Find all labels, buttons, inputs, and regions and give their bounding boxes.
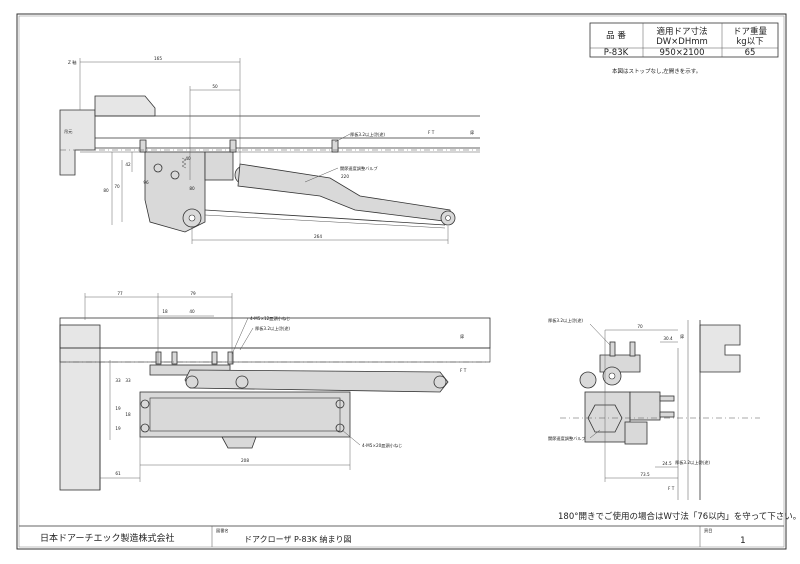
label-pitch-main: 厚板3.2以上(別途)	[350, 131, 385, 138]
dim-220: 220	[341, 174, 349, 179]
front-view: 165 50 264 80 70 42 40 80 96 220 吊元 F T …	[59, 56, 480, 244]
label-pitch-right: 厚板3.2以上(別途)	[548, 317, 583, 324]
label-door-plan: 扉	[460, 333, 464, 340]
sheet-number: 1	[740, 536, 746, 546]
dim-77: 77	[117, 291, 123, 296]
dim-33a: 33	[115, 378, 121, 383]
note-bottom: 180°開きでご使用の場合はW寸法「76以内」を守って下さい。	[558, 511, 800, 522]
spec-header-dim-1: 適用ドア寸法	[656, 26, 707, 37]
label-hoso: 吊元	[64, 129, 72, 135]
label-screws-bottom: 4-M5×20皿頭小ねじ	[362, 442, 402, 449]
dim-40: 40	[185, 156, 191, 161]
spec-header-weight-1: ドア重量	[733, 26, 768, 37]
dim-18: 18	[162, 309, 168, 314]
label-kansetsu-side: 関節速度調整バルブ	[548, 435, 587, 442]
label-pitch-right-bottom: 厚板3.2以上(別途)	[675, 459, 710, 466]
spec-header-weight-2: kg以下	[736, 37, 764, 47]
label-ff-plan: F T	[460, 368, 467, 373]
label-z-axis: Z 軸	[68, 59, 76, 66]
label-ff-side: F T	[668, 486, 675, 491]
spec-header-dim-2: DW×DHmm	[656, 37, 708, 47]
dim-24-5: 24.5	[662, 461, 672, 466]
company-name: 日本ドアーチエック製造株式会社	[40, 532, 174, 544]
dim-70-side: 70	[637, 324, 643, 329]
drawing-name-label: 図番名	[216, 527, 229, 534]
label-door-side: 扉	[680, 333, 684, 340]
sheet-inner-border	[18, 15, 785, 548]
dim-50: 50	[212, 84, 218, 89]
spec-dimensions: 950×2100	[660, 48, 705, 58]
spec-weight: 65	[745, 48, 756, 58]
sheet-border	[16, 13, 787, 550]
drawing-name: ドアクローザ P-83K 納まり図	[244, 534, 352, 544]
note-top: 本図はストップなし,左開きを示す。	[612, 67, 701, 75]
label-pitch-plan: 厚板3.2以上(別途)	[255, 325, 290, 332]
dim-165: 165	[154, 56, 162, 61]
label-kansetsu-front: 関節速度調整バルブ	[340, 165, 379, 172]
title-block: 日本ドアーチエック製造株式会社 図番名 ドアクローザ P-83K 納まり図 頁目…	[19, 525, 784, 547]
dim-61: 61	[115, 471, 121, 476]
label-screws-top: 4-M5×12皿頭小ねじ	[250, 315, 290, 322]
dim-40-plan: 40	[189, 309, 195, 314]
dim-19b: 19	[115, 426, 121, 431]
dim-18b: 18	[125, 412, 131, 417]
dim-79: 79	[190, 291, 196, 296]
dim-30-4: 30.4	[663, 336, 673, 341]
dim-73-5: 73.5	[640, 472, 650, 477]
dim-96: 96	[143, 180, 149, 185]
dim-70: 70	[114, 184, 120, 189]
dim-264: 264	[314, 234, 322, 239]
side-view: 70 30.4 24.5 73.5 厚板3.2以上(別途) 関節速度調整バルブ …	[548, 317, 760, 500]
sheet-label: 頁目	[704, 528, 712, 534]
dim-42: 42	[125, 162, 131, 167]
plan-view: 77 79 18 40 33 33 19 18 19 61 208 4-M5×1…	[59, 291, 491, 491]
label-door-front: 扉	[470, 129, 474, 136]
dim-80: 80	[103, 188, 109, 193]
spec-model: P-83K	[604, 48, 629, 58]
spec-header-model: 品 番	[606, 30, 626, 41]
dim-80b: 80	[189, 186, 195, 191]
dim-208: 208	[241, 458, 249, 463]
dim-19a: 19	[115, 406, 121, 411]
dim-33b: 33	[125, 378, 131, 383]
spec-table: 品 番 適用ドア寸法 DW×DHmm ドア重量 kg以下 P-83K 950×2…	[589, 22, 779, 58]
label-ff-front: F T	[428, 130, 435, 135]
